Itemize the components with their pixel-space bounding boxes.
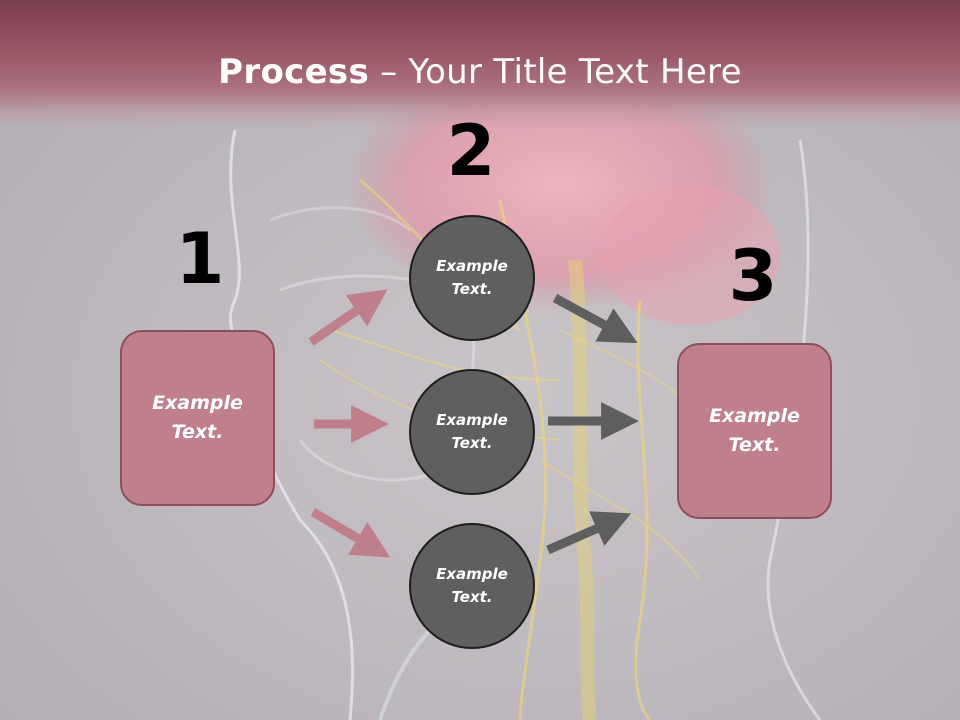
slide-title: Process – Your Title Text Here [0, 52, 960, 92]
circle-bottom-text: Example Text. [436, 565, 508, 606]
circle-bottom[interactable]: Example Text. [409, 523, 535, 649]
step-box-1[interactable]: Example Text. [120, 330, 275, 506]
title-band [0, 0, 960, 128]
step-number-1: 1 [175, 218, 225, 300]
step-number-2: 2 [446, 110, 496, 192]
title-bold: Process [218, 52, 370, 92]
circle-top-text: Example Text. [436, 257, 508, 298]
step-number-3: 3 [728, 235, 778, 317]
arrow-to-circle-bottom [310, 508, 391, 558]
circle-middle[interactable]: Example Text. [409, 369, 535, 495]
title-rest: – Your Title Text Here [369, 52, 742, 92]
circle-middle-text: Example Text. [436, 411, 508, 452]
step-box-3[interactable]: Example Text. [677, 343, 832, 519]
circle-top[interactable]: Example Text. [409, 215, 535, 341]
arrow-to-circle-top [308, 289, 388, 346]
arrow-from-circle-bottom [546, 511, 632, 555]
arrow-from-circle-top [552, 294, 638, 344]
step-box-3-text: Example Text. [709, 405, 800, 456]
step-box-1-text: Example Text. [152, 392, 243, 443]
